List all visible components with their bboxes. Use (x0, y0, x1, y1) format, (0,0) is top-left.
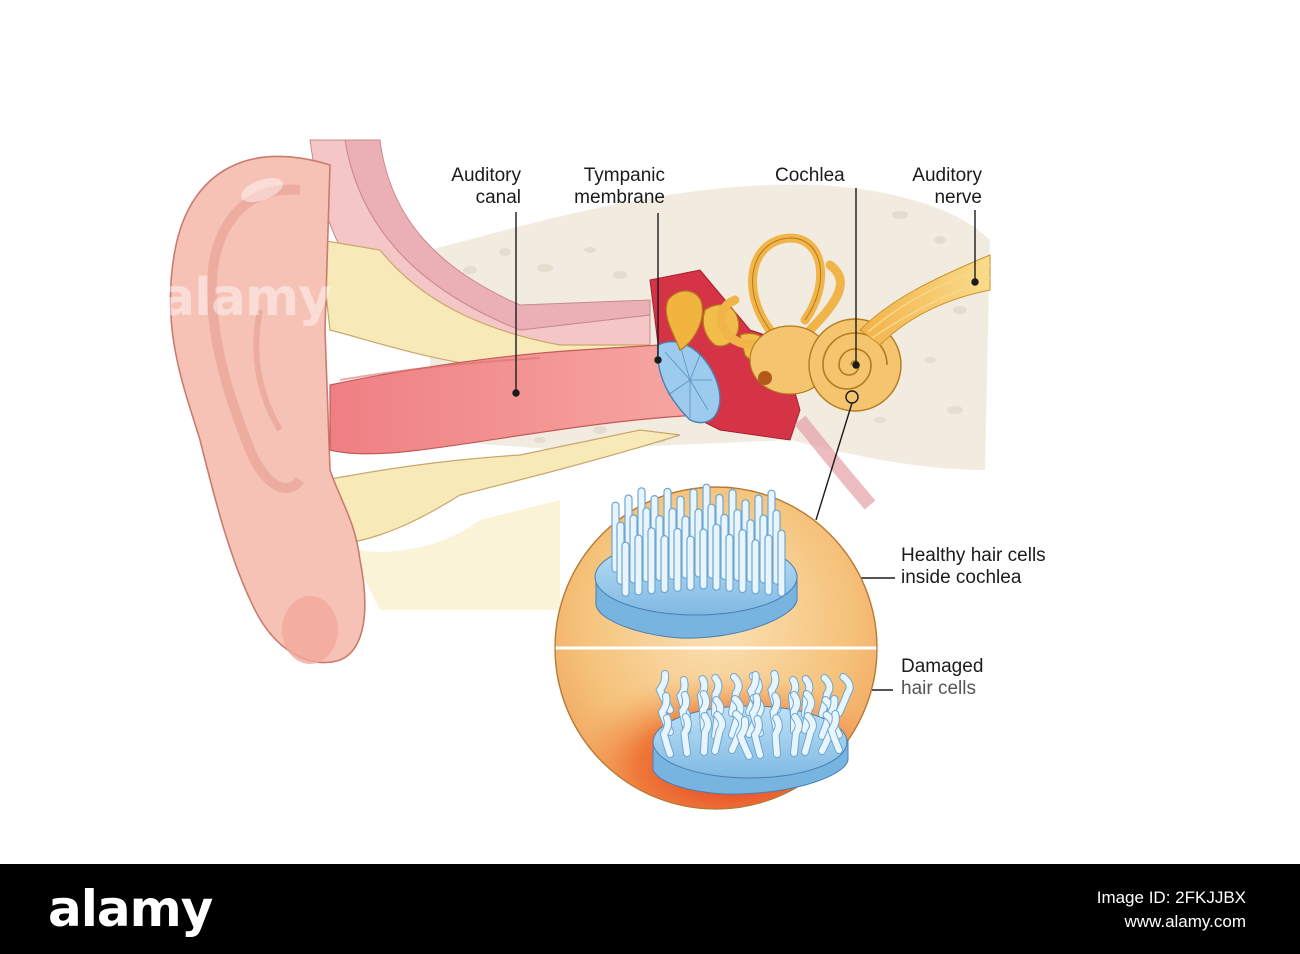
auditory-nerve-shape (859, 254, 991, 346)
image-id: Image ID: 2FKJJBX www.alamy.com (1096, 888, 1246, 931)
healthy-hair-cell (751, 539, 760, 595)
footer-bar: alamy Image ID: 2FKJJBX www.alamy.com (0, 864, 1300, 954)
healthy-hair-cell (738, 528, 747, 594)
healthy-hair-cell (699, 528, 708, 590)
damaged-hair-cell (751, 716, 763, 758)
damaged-hair-cell (681, 714, 691, 756)
watermark: alamy (160, 268, 332, 328)
damaged-hair-cell (729, 674, 742, 716)
damaged-hair-cell (772, 715, 782, 757)
damaged-hair-cell (802, 713, 816, 755)
healthy-hair-cell (647, 527, 656, 595)
damaged-hair-cell (828, 711, 842, 753)
damaged-hair-cell (791, 692, 800, 734)
damaged-hair-cell (791, 714, 802, 756)
healthy-hair-cell (673, 527, 682, 593)
auditory-canal-shape (329, 344, 702, 455)
healthy-hair-cell (660, 534, 669, 594)
healthy-hair-cell (634, 534, 643, 596)
healthy-hair-cell (764, 534, 773, 596)
healthy-hair-cell (686, 535, 695, 591)
damaged-hair-cell (819, 675, 833, 717)
label-damaged-hair-cells: Damaged hair cells (901, 656, 984, 699)
ear-illustration (169, 139, 991, 810)
ear-diagram: alamy Auditory canal Tympanic membrane C… (160, 139, 1046, 810)
healthy-hair-cell (725, 533, 734, 593)
damaged-hair-cell (699, 691, 710, 733)
alamy-logo: alamy (48, 880, 213, 938)
damaged-hair-cell (712, 712, 725, 754)
ossicles (665, 290, 703, 351)
damaged-hair-cell (802, 691, 815, 733)
healthy-hair-cells-disk (594, 483, 798, 639)
leader-zoom (815, 402, 853, 521)
tympanic-membrane-shape (656, 341, 721, 424)
cartilage-upper (319, 239, 651, 371)
damaged-hair-cell (737, 717, 752, 759)
label-healthy-hair-cells: Healthy hair cells inside cochlea (901, 545, 1046, 588)
label-auditory-canal: Auditory canal (451, 165, 521, 208)
damaged-hair-cell (712, 675, 722, 717)
healthy-hair-cell (621, 541, 630, 597)
damaged-hair-cell (660, 715, 673, 757)
healthy-hair-cell (777, 529, 786, 597)
cartilage-lower (324, 429, 681, 546)
label-auditory-nerve: Auditory nerve (912, 165, 982, 208)
damaged-hair-cell (701, 713, 711, 755)
label-cochlea: Cochlea (775, 165, 845, 186)
damaged-hair-cells-disk (652, 670, 854, 795)
damaged-hair-cell (836, 674, 853, 716)
healthy-hair-cell (712, 523, 721, 591)
label-tympanic-membrane: Tympanic membrane (574, 165, 665, 208)
